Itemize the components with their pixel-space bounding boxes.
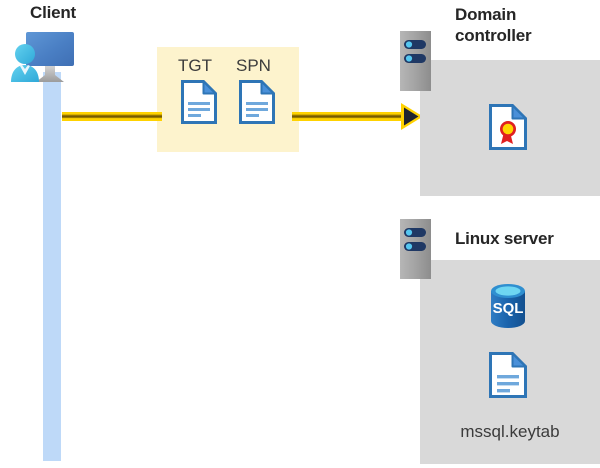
domain-controller-title-line2: controller: [455, 26, 532, 45]
server-rack-icon: [400, 31, 431, 91]
certificate-document-icon: [489, 104, 527, 150]
keytab-document-icon: [489, 352, 527, 398]
server-rack-icon: [400, 219, 431, 279]
arrow-line-left: [62, 112, 162, 121]
spn-label: SPN: [236, 56, 271, 75]
client-title: Client: [30, 3, 77, 22]
sql-database-icon: SQL: [487, 282, 529, 330]
domain-controller-title-line1: Domain: [455, 5, 517, 24]
tgt-label: TGT: [178, 56, 212, 75]
keytab-filename-label: mssql.keytab: [460, 422, 560, 441]
client-lifeline: [43, 72, 61, 461]
linux-server-title: Linux server: [455, 229, 554, 248]
arrow-line-right: [292, 112, 406, 121]
arrow-head-icon: [401, 103, 423, 130]
client-icon: [8, 29, 92, 89]
tgt-document-icon: [181, 80, 217, 124]
domain-controller-title: Domain controller: [455, 4, 600, 46]
sql-icon-text: SQL: [493, 300, 524, 317]
message-payload-box: [157, 47, 299, 152]
spn-document-icon: [239, 80, 275, 124]
